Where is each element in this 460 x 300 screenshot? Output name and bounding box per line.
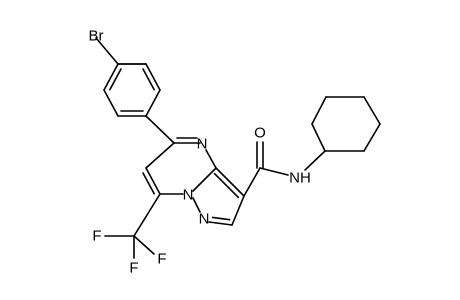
cyclohexyl-bond bbox=[363, 96, 381, 125]
phenyl-bond bbox=[103, 63, 119, 91]
pyrazole-nitrogen-label: N bbox=[199, 211, 210, 228]
fluorine-atom-label: F bbox=[129, 260, 138, 277]
pyrazole-bond bbox=[208, 221, 233, 226]
n-cyclohexyl-bond bbox=[304, 150, 326, 171]
phenyl-double-bond bbox=[142, 68, 155, 91]
fused-bond bbox=[192, 167, 217, 192]
bridgehead-nitrogen-label: N bbox=[183, 187, 194, 204]
cyclohexyl-bond bbox=[311, 123, 326, 152]
pyrazole-double-bond bbox=[213, 172, 240, 199]
pyrazole-bond bbox=[215, 167, 245, 197]
pyrimidine-bond bbox=[145, 167, 161, 195]
pyrazole-double-bond bbox=[211, 216, 231, 221]
bond-layer bbox=[95, 37, 381, 259]
c-cf3-bond bbox=[133, 193, 161, 237]
amide-bond bbox=[243, 167, 261, 197]
carbonyl-oxygen-label: O bbox=[254, 125, 266, 142]
phenyl-bond bbox=[145, 63, 161, 91]
aryl-link-bond bbox=[145, 115, 175, 144]
phenyl-double-bond bbox=[109, 68, 122, 91]
cyclohexyl-bond bbox=[311, 96, 327, 125]
pyrazole-bond bbox=[231, 195, 245, 226]
phenyl-bond bbox=[103, 89, 119, 117]
phenyl-bond bbox=[145, 89, 161, 117]
bromine-atom-label: Br bbox=[89, 28, 104, 45]
amide-nh-label: NH bbox=[289, 170, 311, 187]
pyrimidine-double-bond bbox=[142, 172, 155, 195]
c-br-bond bbox=[95, 37, 119, 65]
pyrimidine-nitrogen-label: N bbox=[197, 136, 208, 153]
pyrimidine-bond bbox=[205, 149, 217, 169]
pyrimidine-bond bbox=[145, 142, 175, 169]
fluorine-atom-label: F bbox=[92, 228, 101, 245]
c-f-bond bbox=[133, 235, 155, 255]
fluorine-atom-label: F bbox=[157, 251, 166, 268]
amide-bond bbox=[259, 167, 289, 176]
cyclohexyl-bond bbox=[363, 123, 381, 152]
pyrazole-bond bbox=[192, 197, 201, 213]
